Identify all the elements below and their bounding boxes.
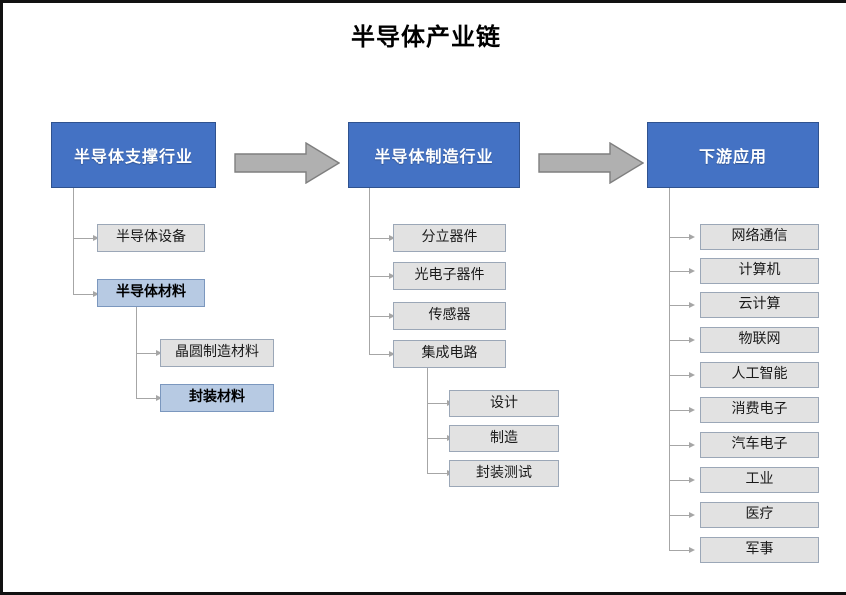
node-computers[interactable]: 计算机: [700, 258, 819, 284]
node-integrated-circuits-label: 集成电路: [421, 346, 478, 361]
connector-branch-down-7: [669, 480, 691, 481]
connector-branch-mfg-2: [369, 316, 391, 317]
flow-arrow-support-to-manufacturing: [234, 142, 340, 184]
connector-stem-downstream: [669, 188, 670, 550]
node-military[interactable]: 军事: [700, 537, 819, 563]
connector-branch-mfg-0: [369, 238, 391, 239]
node-industrial[interactable]: 工业: [700, 467, 819, 493]
connector-branch-down-0: [669, 237, 691, 238]
node-discrete-devices-label: 分立器件: [421, 230, 478, 245]
arrowhead-down-5-icon: [689, 406, 695, 413]
connector-stem-ic: [427, 368, 428, 473]
node-sensors[interactable]: 传感器: [393, 302, 506, 330]
arrowhead-down-2-icon: [689, 301, 695, 308]
node-packaging-materials-label: 封装材料: [189, 390, 245, 405]
node-automotive-electronics-label: 汽车电子: [731, 437, 788, 452]
connector-branch-down-6: [669, 445, 691, 446]
node-cloud-computing-label: 云计算: [738, 297, 781, 312]
arrowhead-down-7-icon: [689, 476, 695, 483]
connector-stem-support: [73, 188, 74, 295]
node-semiconductor-materials[interactable]: 半导体材料: [97, 279, 205, 307]
node-ic-design[interactable]: 设计: [449, 390, 559, 417]
connector-branch-mfg-1: [369, 276, 391, 277]
main-box-support-label: 半导体支撑行业: [73, 149, 193, 166]
connector-branch-materials-1: [136, 398, 158, 399]
node-integrated-circuits[interactable]: 集成电路: [393, 340, 506, 368]
node-automotive-electronics[interactable]: 汽车电子: [700, 432, 819, 458]
main-box-downstream-label: 下游应用: [698, 149, 767, 166]
arrowhead-down-4-icon: [689, 371, 695, 378]
node-semiconductor-equipment-label: 半导体设备: [116, 230, 186, 245]
node-industrial-label: 工业: [745, 472, 774, 487]
arrowhead-mfg-0-icon: [389, 234, 395, 241]
connector-branch-down-8: [669, 515, 691, 516]
arrowhead-down-8-icon: [689, 511, 695, 518]
connector-branch-materials-0: [136, 353, 158, 354]
node-consumer-electronics-label: 消费电子: [731, 402, 788, 417]
right-block-arrow-icon: [538, 142, 644, 184]
connector-branch-support-0: [73, 238, 95, 239]
diagram-canvas: 半导体产业链 半导体支撑行业 半导体设备 半导体材料 晶圆制造材料 封装材料: [3, 3, 846, 592]
flow-arrow-manufacturing-to-downstream: [538, 142, 644, 184]
arrowhead-down-6-icon: [689, 441, 695, 448]
arrowhead-materials-0-icon: [156, 349, 162, 356]
connector-branch-down-2: [669, 305, 691, 306]
node-packaging-materials[interactable]: 封装材料: [160, 384, 274, 412]
node-medical-label: 医疗: [745, 507, 774, 522]
node-wafer-fab-materials-label: 晶圆制造材料: [175, 345, 259, 360]
node-ic-packaging-testing[interactable]: 封装测试: [449, 460, 559, 487]
connector-branch-support-1: [73, 294, 95, 295]
node-cloud-computing[interactable]: 云计算: [700, 292, 819, 318]
main-box-manufacturing-label: 半导体制造行业: [374, 149, 494, 166]
node-ic-fabrication-label: 制造: [490, 430, 518, 446]
node-artificial-intelligence[interactable]: 人工智能: [700, 362, 819, 388]
main-box-downstream[interactable]: 下游应用: [647, 122, 819, 188]
arrowhead-mfg-3-icon: [389, 350, 395, 357]
arrowhead-down-3-icon: [689, 336, 695, 343]
connector-branch-mfg-3: [369, 354, 391, 355]
arrowhead-support-0-icon: [93, 234, 99, 241]
connector-branch-down-9: [669, 550, 691, 551]
node-artificial-intelligence-label: 人工智能: [731, 367, 788, 382]
node-internet-of-things-label: 物联网: [738, 332, 781, 347]
arrowhead-mfg-2-icon: [389, 312, 395, 319]
arrowhead-mfg-1-icon: [389, 272, 395, 279]
node-medical[interactable]: 医疗: [700, 502, 819, 528]
connector-branch-ic-1: [427, 438, 449, 439]
node-consumer-electronics[interactable]: 消费电子: [700, 397, 819, 423]
node-network-communication[interactable]: 网络通信: [700, 224, 819, 250]
arrowhead-down-1-icon: [689, 267, 695, 274]
main-box-manufacturing[interactable]: 半导体制造行业: [348, 122, 520, 188]
connector-branch-down-3: [669, 340, 691, 341]
arrowhead-materials-1-icon: [156, 394, 162, 401]
node-wafer-fab-materials[interactable]: 晶圆制造材料: [160, 339, 274, 367]
node-network-communication-label: 网络通信: [731, 229, 788, 244]
node-ic-fabrication[interactable]: 制造: [449, 425, 559, 452]
node-internet-of-things[interactable]: 物联网: [700, 327, 819, 353]
connector-stem-manufacturing: [369, 188, 370, 354]
connector-branch-down-4: [669, 375, 691, 376]
right-block-arrow-icon: [234, 142, 340, 184]
connector-branch-ic-2: [427, 473, 449, 474]
node-military-label: 军事: [745, 542, 774, 557]
arrowhead-support-1-icon: [93, 290, 99, 297]
node-semiconductor-equipment[interactable]: 半导体设备: [97, 224, 205, 252]
connector-branch-down-1: [669, 271, 691, 272]
main-box-support[interactable]: 半导体支撑行业: [51, 122, 216, 188]
node-discrete-devices[interactable]: 分立器件: [393, 224, 506, 252]
node-sensors-label: 传感器: [428, 308, 471, 323]
node-semiconductor-materials-label: 半导体材料: [116, 285, 186, 300]
arrowhead-down-9-icon: [689, 546, 695, 553]
node-optoelectronic-devices[interactable]: 光电子器件: [393, 262, 506, 290]
page-title: 半导体产业链: [351, 25, 501, 51]
node-ic-packaging-testing-label: 封装测试: [476, 465, 532, 481]
node-optoelectronic-devices-label: 光电子器件: [414, 268, 485, 283]
connector-branch-down-5: [669, 410, 691, 411]
connector-branch-ic-0: [427, 403, 449, 404]
node-ic-design-label: 设计: [490, 395, 518, 411]
node-computers-label: 计算机: [738, 263, 781, 278]
arrowhead-down-0-icon: [689, 233, 695, 240]
